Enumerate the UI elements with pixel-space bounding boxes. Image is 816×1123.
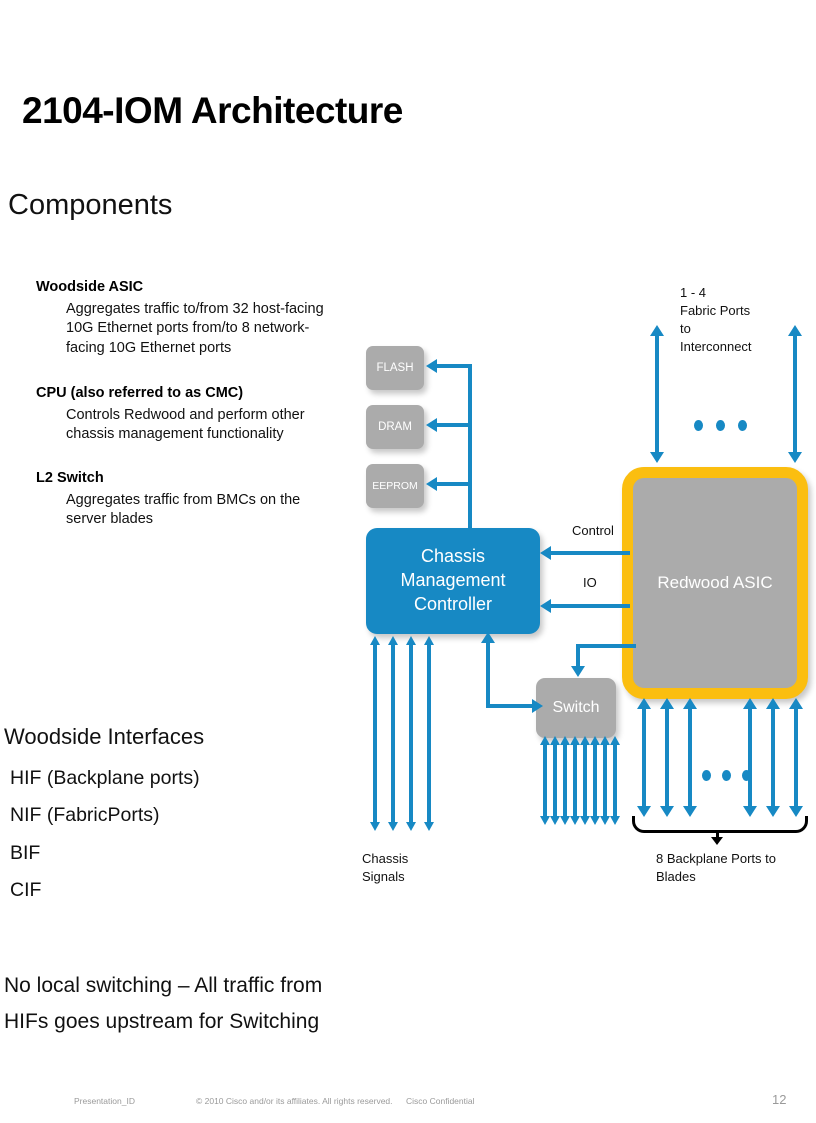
chassis-signals-label: Chassis Signals bbox=[362, 850, 408, 886]
chassis-signals-line-1: Chassis bbox=[362, 851, 409, 866]
backplane-ports-label: 8 Backplane Ports to Blades bbox=[656, 850, 776, 886]
fabric-arrow-left-head-up bbox=[650, 325, 664, 336]
interfaces-list: HIF (Backplane ports) NIF (FabricPorts) … bbox=[10, 760, 200, 910]
fabric-ports-line-3: to bbox=[680, 320, 691, 336]
block-flash: FLASH bbox=[366, 346, 424, 390]
memory-branch-dram-line bbox=[436, 423, 470, 427]
memory-branch-eeprom-arrow bbox=[426, 477, 437, 491]
block-eeprom: EEPROM bbox=[366, 464, 424, 508]
interface-item-hif: HIF (Backplane ports) bbox=[10, 767, 200, 789]
switch-cmc-uplink-horizontal bbox=[486, 704, 538, 708]
bullet-heading-cpu-cmc: CPU (also referred to as CMC) bbox=[36, 384, 244, 401]
page-subtitle: Components bbox=[8, 189, 173, 221]
block-flash-label: FLASH bbox=[376, 362, 414, 374]
switch-label: Switch bbox=[552, 699, 600, 716]
cmc-label-line-2: Management bbox=[400, 570, 506, 591]
interface-item-bif: BIF bbox=[10, 841, 41, 864]
fabric-ports-line-1: 1 - 4 bbox=[680, 285, 707, 300]
bullet-body-woodside-asic: Aggregates traffic to/from 32 host-facin… bbox=[66, 301, 324, 356]
cmc-label-line-3: Controller bbox=[413, 593, 492, 614]
io-link-line bbox=[550, 604, 630, 608]
footer-presentation-id: Presentation_ID bbox=[74, 1096, 135, 1106]
redwood-switch-link-horizontal bbox=[576, 644, 636, 648]
memory-branch-dram-arrow bbox=[426, 418, 437, 432]
switch-cmc-uplink-arrow-right bbox=[532, 699, 543, 713]
fabric-arrow-left-head-down bbox=[650, 452, 664, 463]
fabric-ports-line-2: Fabric Ports bbox=[680, 302, 751, 318]
fabric-arrow-right-shaft bbox=[793, 334, 797, 454]
fabric-ellipsis-dot-2 bbox=[716, 420, 725, 431]
bullet-heading-woodside-asic: Woodside ASIC bbox=[36, 279, 144, 295]
block-chassis-management-controller: Chassis Management Controller bbox=[366, 528, 540, 634]
backplane-brace-stem bbox=[716, 830, 719, 839]
memory-branch-eeprom-line bbox=[436, 482, 470, 486]
slide-footer: Presentation_ID © 2010 Cisco and/or its … bbox=[0, 1092, 816, 1114]
spacer bbox=[0, 445, 350, 469]
control-link-arrow bbox=[540, 546, 551, 560]
switch-cmc-uplink-vertical bbox=[486, 640, 490, 708]
backplane-ports-line-2: Blades bbox=[656, 868, 696, 884]
backplane-ellipsis-dot-2 bbox=[722, 770, 731, 781]
block-eeprom-label: EEPROM bbox=[372, 480, 418, 492]
fabric-ellipsis-dot-1 bbox=[694, 420, 703, 431]
page-title: 2104-IOM Architecture bbox=[22, 90, 403, 131]
backplane-ellipsis-dot-3 bbox=[742, 770, 751, 781]
footer-classification: Cisco Confidential bbox=[406, 1096, 475, 1106]
interfaces-title: Woodside Interfaces bbox=[4, 724, 205, 749]
redwood-asic-label: Redwood ASIC bbox=[657, 573, 773, 592]
cmc-label-line-1: Chassis bbox=[420, 546, 485, 567]
block-switch: Switch bbox=[536, 678, 616, 738]
closing-note-line-1: No local switching – All traffic from bbox=[4, 974, 323, 997]
components-list: Woodside ASIC Aggregates traffic to/from… bbox=[0, 278, 350, 529]
fabric-arrow-right-head-up bbox=[788, 325, 802, 336]
footer-copyright: © 2010 Cisco and/or its affiliates. All … bbox=[196, 1096, 393, 1106]
fabric-ports-label: 1 - 4 Fabric Ports to Interconnect bbox=[680, 284, 752, 356]
bullet-body-cpu-cmc: Controls Redwood and perform other chass… bbox=[66, 407, 305, 443]
redwood-switch-link-arrow bbox=[571, 666, 585, 677]
chassis-signals-line-2: Signals bbox=[362, 868, 405, 884]
memory-bus-spine bbox=[468, 364, 472, 536]
backplane-brace-tip bbox=[711, 837, 723, 845]
io-link-arrow bbox=[540, 599, 551, 613]
control-link-label: Control bbox=[572, 523, 614, 538]
interface-item-cif: CIF bbox=[10, 879, 42, 902]
io-link-label: IO bbox=[583, 575, 597, 590]
block-redwood-asic: Redwood ASIC bbox=[622, 467, 808, 699]
bullet-heading-l2-switch: L2 Switch bbox=[36, 469, 104, 486]
fabric-arrow-left-shaft bbox=[655, 334, 659, 454]
interface-item-nif: NIF (FabricPorts) bbox=[10, 804, 160, 827]
redwood-switch-link-vertical bbox=[576, 644, 580, 668]
fabric-ellipsis-dot-3 bbox=[738, 420, 747, 431]
fabric-arrow-right-head-down bbox=[788, 452, 802, 463]
backplane-ellipsis-dot-1 bbox=[702, 770, 711, 781]
memory-branch-flash-arrow bbox=[426, 359, 437, 373]
spacer bbox=[0, 358, 350, 384]
closing-note: No local switching – All traffic from HI… bbox=[4, 968, 322, 1040]
backplane-ports-line-1: 8 Backplane Ports to bbox=[656, 851, 776, 866]
switch-cmc-uplink-arrow-up bbox=[481, 632, 495, 643]
bullet-body-l2-switch: Aggregates traffic from BMCs on the serv… bbox=[66, 491, 301, 528]
closing-note-line-2: HIFs goes upstream for Switching bbox=[4, 1010, 320, 1034]
footer-page-number: 12 bbox=[772, 1092, 787, 1107]
control-link-line bbox=[550, 551, 630, 555]
fabric-ports-line-4: Interconnect bbox=[680, 338, 752, 354]
backplane-brace bbox=[632, 816, 808, 833]
memory-branch-flash-line bbox=[436, 364, 470, 368]
architecture-diagram: 1 - 4 Fabric Ports to Interconnect FLASH… bbox=[350, 280, 816, 930]
block-dram-label: DRAM bbox=[378, 421, 412, 433]
block-dram: DRAM bbox=[366, 405, 424, 449]
